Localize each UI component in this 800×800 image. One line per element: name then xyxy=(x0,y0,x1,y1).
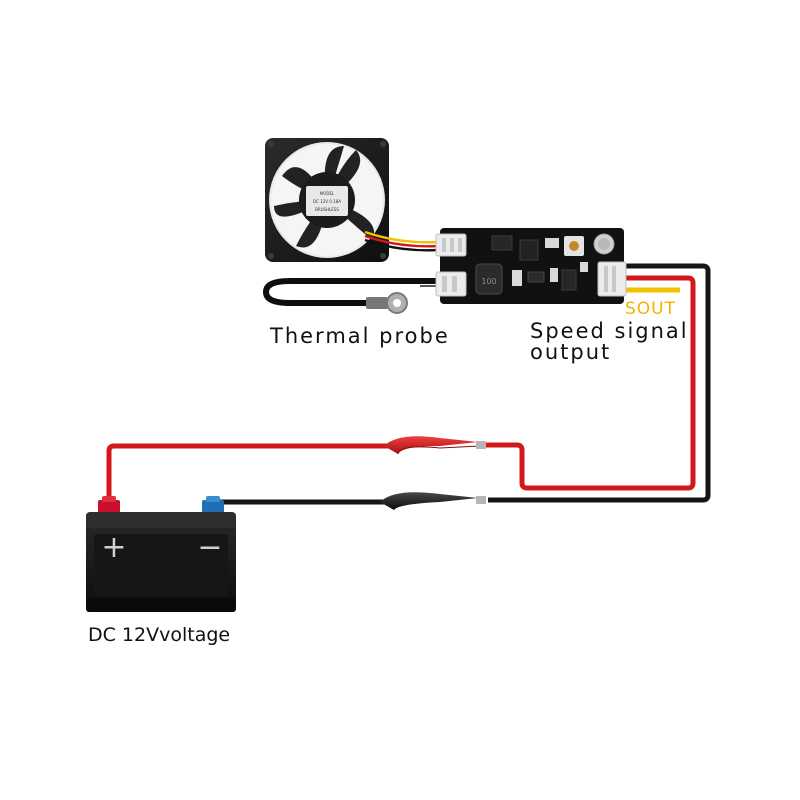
alligator-clip-red xyxy=(384,436,486,455)
battery-voltage-label: DC 12Vvoltage xyxy=(88,624,231,646)
svg-text:100: 100 xyxy=(481,277,496,286)
pwm-controller-board: 100 xyxy=(435,228,627,304)
wire-black-board xyxy=(488,263,711,503)
battery-minus-sign: − xyxy=(197,530,222,565)
cooling-fan-icon: MODEL DC 12V 0.18A BRUSHLESS xyxy=(265,138,389,262)
thermal-probe-icon xyxy=(262,278,441,314)
fan-cable xyxy=(364,230,439,252)
battery-plus-sign: + xyxy=(101,530,126,565)
speed-signal-line1: Speed signal xyxy=(530,319,689,343)
wire-red-battery xyxy=(106,443,388,500)
alligator-clip-black xyxy=(380,492,486,510)
thermal-probe-label: Thermal probe xyxy=(270,324,450,348)
fan-sticker-line3: BRUSHLESS xyxy=(315,207,339,212)
fan-sticker-line1: MODEL xyxy=(320,191,335,196)
wire-red-board xyxy=(484,275,696,491)
sout-label: SOUT xyxy=(625,299,676,319)
speed-signal-label: Speed signal output xyxy=(530,321,689,363)
fan-sticker-line2: DC 12V 0.18A xyxy=(313,199,341,204)
battery-icon xyxy=(86,496,236,612)
speed-signal-line2: output xyxy=(530,340,612,364)
probe-connector xyxy=(435,271,467,297)
